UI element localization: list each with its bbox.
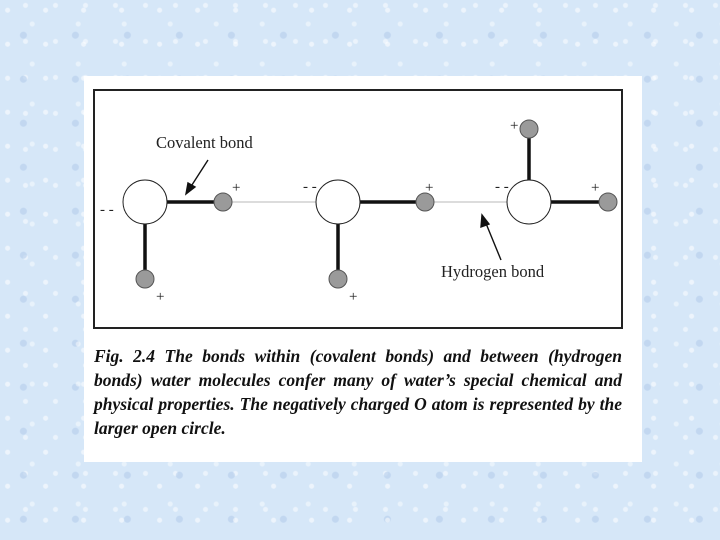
- oxygen-atom-1: [122, 179, 168, 225]
- covalent-arrow-head: [184, 181, 197, 196]
- oxygen-atom-3: [506, 179, 552, 225]
- hydrogen-atoms: [135, 119, 618, 289]
- water-molecule-diagram: - - + + - - + + - - + + Covalent bond Hy…: [100, 118, 618, 305]
- hydrogen-atom-3a: [598, 192, 618, 212]
- hydrogen-arrow-line: [484, 220, 502, 261]
- hydrogen-atom-3b: [519, 119, 539, 139]
- charge-labels: - - + + - - + + - - + +: [100, 118, 599, 305]
- oxygen-atom-2: [315, 179, 361, 225]
- figure-card: - - + + - - + + - - + + Covalent bond Hy…: [84, 76, 642, 462]
- covalent-bond-label: Covalent bond: [156, 133, 253, 152]
- diagram-frame: [93, 89, 623, 329]
- hydrogen-atom-2a: [415, 192, 435, 212]
- charge-positive-1a: +: [232, 180, 240, 196]
- hydrogen-atom-2b: [328, 269, 348, 289]
- pointer-arrows: [184, 159, 502, 261]
- oxygen-atoms: [122, 179, 552, 225]
- figure-caption: Fig. 2.4 The bonds within (covalent bond…: [94, 346, 622, 438]
- charge-positive-3b: +: [510, 118, 518, 134]
- hydrogen-atom-1b: [135, 269, 155, 289]
- charge-negative-2: - -: [303, 179, 317, 195]
- hydrogen-bond-label: Hydrogen bond: [441, 262, 545, 281]
- charge-positive-3a: +: [591, 180, 599, 196]
- charge-negative-1: - -: [100, 202, 114, 218]
- charge-negative-3: - -: [495, 179, 509, 195]
- hydrogen-arrow-head: [480, 213, 491, 229]
- hydrogen-atom-1a: [213, 192, 233, 212]
- charge-positive-2b: +: [349, 289, 357, 305]
- covalent-arrow-line: [189, 159, 209, 189]
- charge-positive-1b: +: [156, 289, 164, 305]
- charge-positive-2a: +: [425, 180, 433, 196]
